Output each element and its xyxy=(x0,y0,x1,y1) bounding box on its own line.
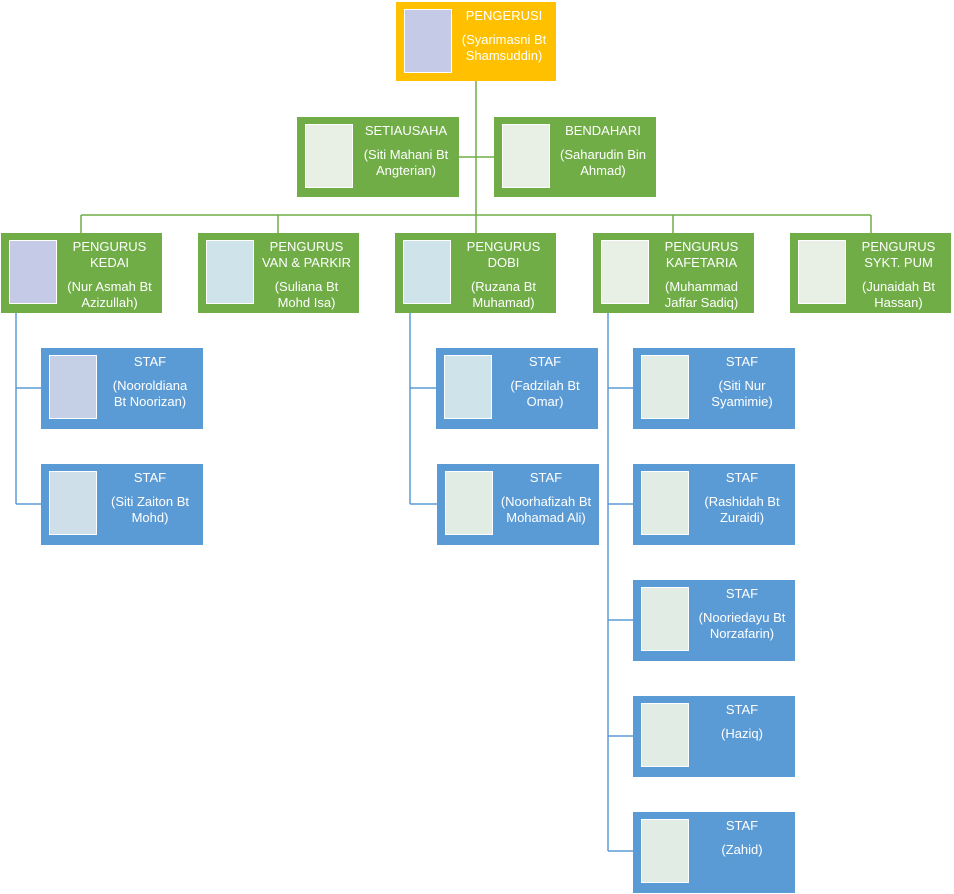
node-role: PENGURUS DOBI xyxy=(466,239,541,270)
photo-placeholder xyxy=(601,240,649,304)
photo-placeholder xyxy=(641,587,689,651)
photo-placeholder xyxy=(206,240,254,304)
photo-placeholder xyxy=(9,240,57,304)
node-pengurus-dobi: PENGURUS DOBI (Ruzana Bt Muhamad) xyxy=(395,233,556,313)
photo-placeholder xyxy=(49,471,97,535)
photo-placeholder xyxy=(641,819,689,883)
node-staf-kafetaria-3: STAF (Nooriedayu Bt Norzafarin) xyxy=(633,580,795,661)
node-role: STAF xyxy=(133,470,167,485)
photo-placeholder xyxy=(445,471,493,535)
node-name: (Siti Nur Syamimie) xyxy=(711,378,773,409)
photo-placeholder xyxy=(403,240,451,304)
node-setiausaha: SETIAUSAHA (Siti Mahani Bt Angterian) xyxy=(297,117,459,197)
node-role: BENDAHARI xyxy=(565,123,641,138)
node-role: STAF xyxy=(725,586,759,601)
node-pengurus-sykt-pum: PENGURUS SYKT. PUM (Junaidah Bt Hassan) xyxy=(790,233,951,313)
node-name: (Haziq) xyxy=(721,726,763,741)
node-staf-kedai-2: STAF (Siti Zaiton Bt Mohd) xyxy=(41,464,203,545)
node-role: STAF xyxy=(528,354,562,369)
node-staf-kafetaria-4: STAF (Haziq) xyxy=(633,696,795,777)
node-role: PENGURUS KEDAI xyxy=(72,239,147,270)
node-pengurus-kafetaria: PENGURUS KAFETARIA (Muhammad Jaffar Sadi… xyxy=(593,233,754,313)
photo-placeholder xyxy=(798,240,846,304)
node-pengurus-kedai: PENGURUS KEDAI (Nur Asmah Bt Azizullah) xyxy=(1,233,162,313)
node-name: (Fadzilah Bt Omar) xyxy=(510,378,580,409)
node-name: (Zahid) xyxy=(721,842,763,857)
node-role: STAF xyxy=(725,354,759,369)
node-name: (Junaidah Bt Hassan) xyxy=(862,279,935,310)
node-staf-kedai-1: STAF (Nooroldiana Bt Noorizan) xyxy=(41,348,203,429)
photo-placeholder xyxy=(641,703,689,767)
node-role: PENGERUSI xyxy=(465,8,543,23)
photo-placeholder xyxy=(49,355,97,419)
node-name: (Noorhafizah Bt Mohamad Ali) xyxy=(500,494,592,525)
node-name: (Siti Mahani Bt Angterian) xyxy=(363,147,449,178)
node-staf-kafetaria-5: STAF (Zahid) xyxy=(633,812,795,893)
node-role: STAF xyxy=(725,702,759,717)
photo-placeholder xyxy=(444,355,492,419)
node-role: STAF xyxy=(725,818,759,833)
node-name: (Syarimasni Bt Shamsuddin) xyxy=(461,32,547,63)
node-role: PENGURUS SYKT. PUM xyxy=(861,239,936,270)
node-name: (Nooriedayu Bt Norzafarin) xyxy=(698,610,786,641)
node-name: (Muhammad Jaffar Sadiq) xyxy=(664,279,739,310)
node-staf-kafetaria-2: STAF (Rashidah Bt Zuraidi) xyxy=(633,464,795,545)
photo-placeholder xyxy=(404,9,452,73)
node-role: PENGURUS KAFETARIA xyxy=(664,239,739,270)
node-name: (Nooroldiana Bt Noorizan) xyxy=(112,378,188,409)
node-name: (Suliana Bt Mohd Isa) xyxy=(274,279,339,310)
node-role: SETIAUSAHA xyxy=(364,123,448,138)
photo-placeholder xyxy=(502,124,550,188)
node-role: PENGURUS VAN & PARKIR xyxy=(261,239,352,270)
photo-placeholder xyxy=(641,355,689,419)
photo-placeholder xyxy=(305,124,353,188)
node-name: (Saharudin Bin Ahmad) xyxy=(560,147,646,178)
node-staf-dobi-2: STAF (Noorhafizah Bt Mohamad Ali) xyxy=(437,464,599,545)
node-role: STAF xyxy=(725,470,759,485)
node-name: (Nur Asmah Bt Azizullah) xyxy=(67,279,152,310)
node-pengerusi: PENGERUSI (Syarimasni Bt Shamsuddin) xyxy=(396,2,556,81)
node-name: (Siti Zaiton Bt Mohd) xyxy=(110,494,190,525)
node-staf-kafetaria-1: STAF (Siti Nur Syamimie) xyxy=(633,348,795,429)
photo-placeholder xyxy=(641,471,689,535)
node-role: STAF xyxy=(529,470,563,485)
node-staf-dobi-1: STAF (Fadzilah Bt Omar) xyxy=(436,348,598,429)
node-role: STAF xyxy=(133,354,167,369)
node-name: (Ruzana Bt Muhamad) xyxy=(470,279,537,310)
node-name: (Rashidah Bt Zuraidi) xyxy=(704,494,780,525)
node-pengurus-van-parkir: PENGURUS VAN & PARKIR (Suliana Bt Mohd I… xyxy=(198,233,359,313)
node-bendahari: BENDAHARI (Saharudin Bin Ahmad) xyxy=(494,117,656,197)
